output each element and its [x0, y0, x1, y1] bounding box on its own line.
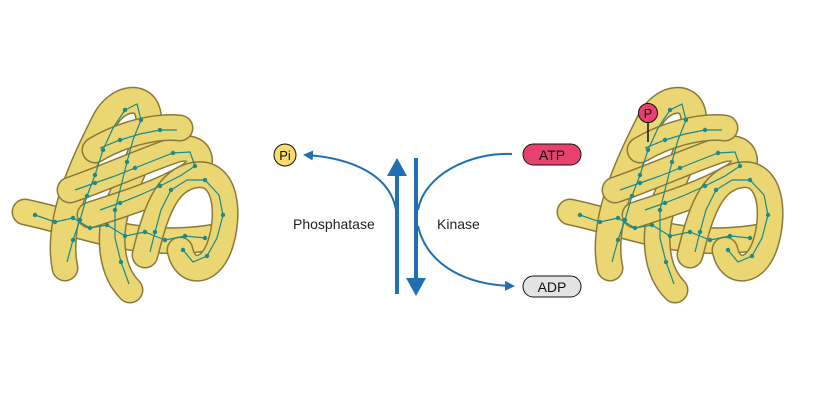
kinase-arrowhead: [406, 278, 426, 296]
phosphatase-label: Phosphatase: [293, 216, 375, 232]
phosphorylated-protein-icon: [570, 100, 770, 290]
pi-label: Pi: [279, 148, 291, 163]
folded-protein-icon: [25, 100, 225, 290]
phosphate-label: P: [644, 106, 653, 121]
pi-molecule: Pi: [273, 143, 297, 167]
phosphatase-arrowhead: [387, 158, 407, 176]
atp-molecule: ATP: [522, 143, 582, 166]
kinase-label: Kinase: [437, 216, 480, 232]
equilibrium-arrows: [387, 158, 426, 296]
adp-molecule: ADP: [522, 275, 582, 298]
phosphatase-release-arrow: [303, 150, 397, 211]
phosphate-group: P: [638, 103, 658, 142]
kinase-adp-arrow: [417, 225, 515, 291]
kinase-atp-arrow: [417, 152, 513, 211]
adp-label: ADP: [538, 279, 567, 295]
atp-label: ATP: [539, 147, 565, 163]
